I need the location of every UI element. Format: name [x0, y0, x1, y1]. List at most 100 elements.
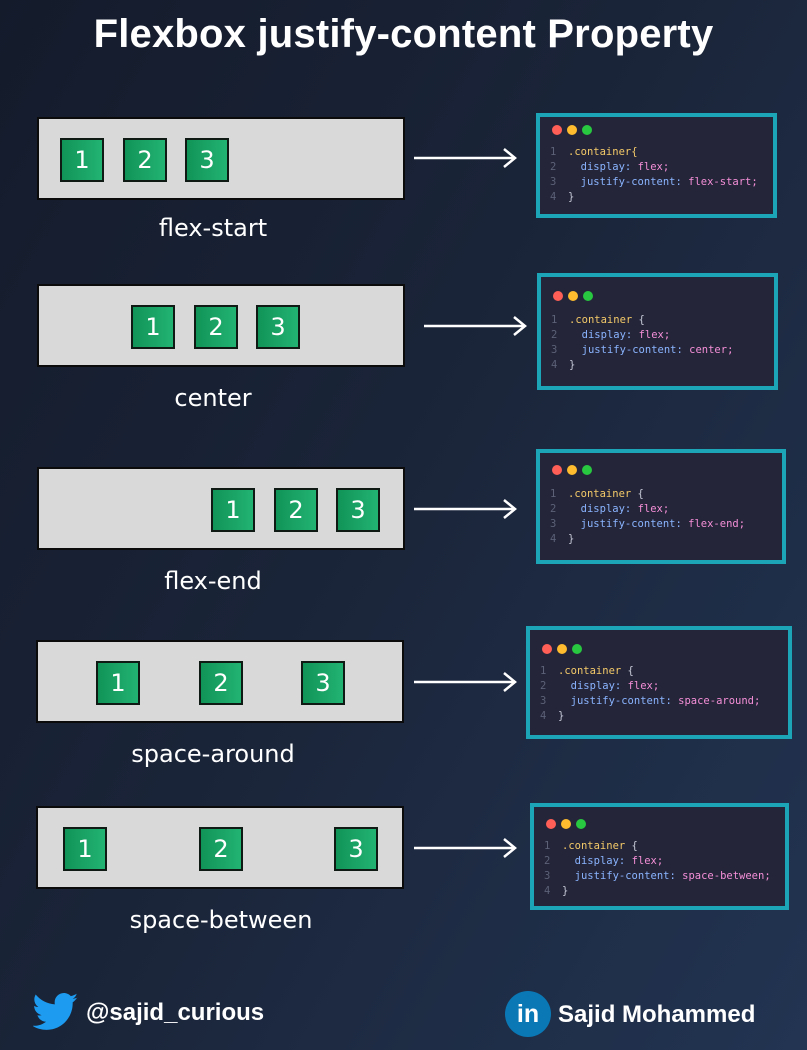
css-value: flex-end; — [688, 518, 746, 530]
demo-container: 1 2 3 — [37, 284, 405, 367]
code-line: 2 display: flex; — [550, 161, 670, 173]
right-arrow-icon — [414, 499, 517, 519]
flex-item: 3 — [256, 305, 300, 349]
flex-item: 2 — [123, 138, 167, 182]
minimize-dot-icon — [568, 291, 578, 301]
css-property: justify-content: — [581, 344, 683, 356]
right-arrow-icon — [424, 316, 527, 336]
flex-item: 2 — [199, 827, 243, 871]
css-property: display: — [580, 503, 632, 515]
minimize-dot-icon — [567, 465, 577, 475]
code-line: 3 justify-content: space-between; — [544, 870, 771, 882]
flex-item: 2 — [194, 305, 238, 349]
css-selector: .container — [558, 665, 622, 677]
flex-item: 3 — [334, 827, 378, 871]
css-value: flex; — [631, 855, 664, 867]
minimize-dot-icon — [557, 644, 567, 654]
code-lines: 1.container { 2 display: flex; 3 justify… — [550, 487, 745, 547]
flex-item: 2 — [274, 488, 318, 532]
demo-container: 1 2 3 — [37, 117, 405, 200]
linkedin-name[interactable]: Sajid Mohammed — [558, 1001, 756, 1028]
close-dot-icon — [552, 125, 562, 135]
css-value: flex; — [637, 161, 670, 173]
css-value: center; — [689, 344, 734, 356]
code-line: 4} — [544, 885, 569, 897]
css-value: flex; — [627, 680, 660, 692]
css-property: display: — [574, 855, 626, 867]
flex-item: 2 — [199, 661, 243, 705]
code-line: 2 display: flex; — [544, 855, 664, 867]
code-line: 1.container { — [544, 840, 638, 852]
example-caption: flex-end — [164, 567, 262, 595]
code-snippet: 1.container { 2 display: flex; 3 justify… — [526, 626, 792, 739]
flex-item: 1 — [131, 305, 175, 349]
code-line: 2 display: flex; — [551, 329, 671, 341]
right-arrow-icon — [414, 148, 517, 168]
demo-container: 1 2 3 — [37, 467, 405, 550]
right-arrow-icon — [414, 838, 517, 858]
code-lines: 1.container{ 2 display: flex; 3 justify-… — [550, 145, 758, 205]
code-line: 2 display: flex; — [550, 503, 670, 515]
code-line: 3 justify-content: space-around; — [540, 695, 761, 707]
css-brace: } — [568, 533, 575, 545]
code-line: 4} — [550, 533, 575, 545]
close-dot-icon — [542, 644, 552, 654]
code-line: 1.container { — [550, 488, 644, 500]
flex-item: 1 — [63, 827, 107, 871]
code-line: 3 justify-content: flex-end; — [550, 518, 746, 530]
example-caption: space-between — [129, 906, 313, 934]
css-selector: .container{ — [568, 146, 638, 158]
code-snippet: 1.container { 2 display: flex; 3 justify… — [536, 449, 786, 564]
code-lines: 1.container { 2 display: flex; 3 justify… — [551, 313, 733, 373]
code-line: 1.container { — [540, 665, 634, 677]
linkedin-icon[interactable]: in — [505, 991, 551, 1037]
code-line: 4} — [550, 191, 575, 203]
code-line: 1.container{ — [550, 146, 638, 158]
minimize-dot-icon — [561, 819, 571, 829]
twitter-bird-icon[interactable] — [33, 992, 79, 1032]
maximize-dot-icon — [572, 644, 582, 654]
flex-item: 3 — [185, 138, 229, 182]
example-caption: space-around — [131, 740, 295, 768]
close-dot-icon — [546, 819, 556, 829]
css-value: flex; — [638, 329, 671, 341]
css-selector: .container — [568, 488, 632, 500]
code-line: 1.container { — [551, 314, 645, 326]
css-selector: .container — [569, 314, 633, 326]
css-property: justify-content: — [570, 695, 672, 707]
right-arrow-icon — [414, 672, 517, 692]
code-snippet: 1.container{ 2 display: flex; 3 justify-… — [536, 113, 777, 218]
code-line: 3 justify-content: flex-start; — [550, 176, 758, 188]
css-property: display: — [580, 161, 632, 173]
flex-item: 1 — [211, 488, 255, 532]
css-property: display: — [570, 680, 622, 692]
close-dot-icon — [553, 291, 563, 301]
flex-item: 1 — [60, 138, 104, 182]
code-line: 4} — [551, 359, 576, 371]
demo-container: 1 2 3 — [36, 640, 404, 723]
css-value: space-between; — [682, 870, 771, 882]
page-title: Flexbox justify-content Property — [93, 12, 714, 56]
flex-item: 3 — [336, 488, 380, 532]
css-property: display: — [581, 329, 633, 341]
example-caption: center — [174, 384, 252, 412]
css-property: justify-content: — [580, 518, 682, 530]
css-value: space-around; — [678, 695, 761, 707]
code-snippet: 1.container { 2 display: flex; 3 justify… — [530, 803, 789, 910]
twitter-handle[interactable]: @sajid_curious — [86, 999, 265, 1026]
code-line: 4} — [540, 710, 565, 722]
css-property: justify-content: — [574, 870, 676, 882]
css-brace: { — [631, 840, 638, 852]
maximize-dot-icon — [583, 291, 593, 301]
code-line: 3 justify-content: center; — [551, 344, 734, 356]
css-brace: { — [638, 314, 645, 326]
css-brace: } — [569, 359, 576, 371]
close-dot-icon — [552, 465, 562, 475]
css-selector: .container — [562, 840, 626, 852]
minimize-dot-icon — [567, 125, 577, 135]
code-lines: 1.container { 2 display: flex; 3 justify… — [544, 839, 771, 899]
flex-item: 1 — [96, 661, 140, 705]
code-lines: 1.container { 2 display: flex; 3 justify… — [540, 664, 760, 724]
flex-item: 3 — [301, 661, 345, 705]
css-property: justify-content: — [580, 176, 682, 188]
